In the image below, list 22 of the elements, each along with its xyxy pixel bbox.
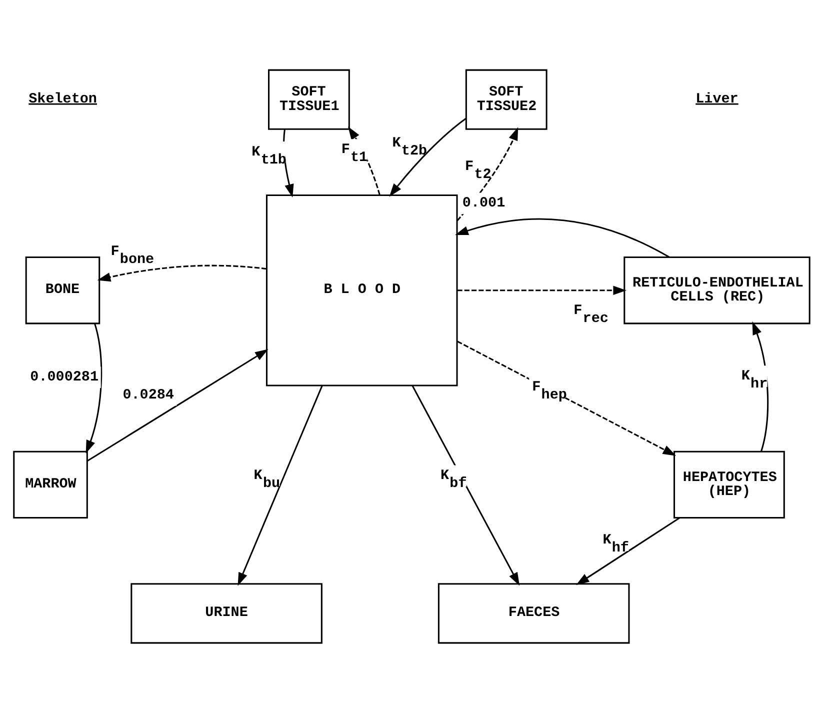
edge-label: 0.0284	[122, 387, 174, 404]
arrow	[457, 286, 626, 295]
node-box: MARROW	[13, 450, 88, 519]
node-box: BONE	[25, 256, 100, 324]
node-box: HEPATOCYTES (HEP)	[674, 450, 785, 519]
node-box: SOFT TISSUE2	[465, 69, 548, 130]
arrow	[97, 264, 267, 282]
edge-label: 0.000281	[30, 370, 98, 386]
node-box: FAECES	[438, 583, 630, 644]
edge-label: 0.001	[462, 196, 506, 212]
node-box: RETICULO-ENDOTHELIAL CELLS (REC)	[624, 256, 810, 324]
label: Liver	[696, 91, 738, 108]
arrow	[576, 517, 680, 586]
node-box: SOFT TISSUE1	[268, 69, 350, 130]
node-box: URINE	[130, 583, 322, 644]
arrow	[455, 218, 670, 258]
arrow	[412, 385, 520, 586]
arrow	[238, 385, 323, 586]
arrow	[86, 323, 102, 454]
arrow	[87, 349, 268, 462]
node-box: B L O O D	[266, 194, 458, 386]
label: Skeleton	[28, 91, 97, 108]
